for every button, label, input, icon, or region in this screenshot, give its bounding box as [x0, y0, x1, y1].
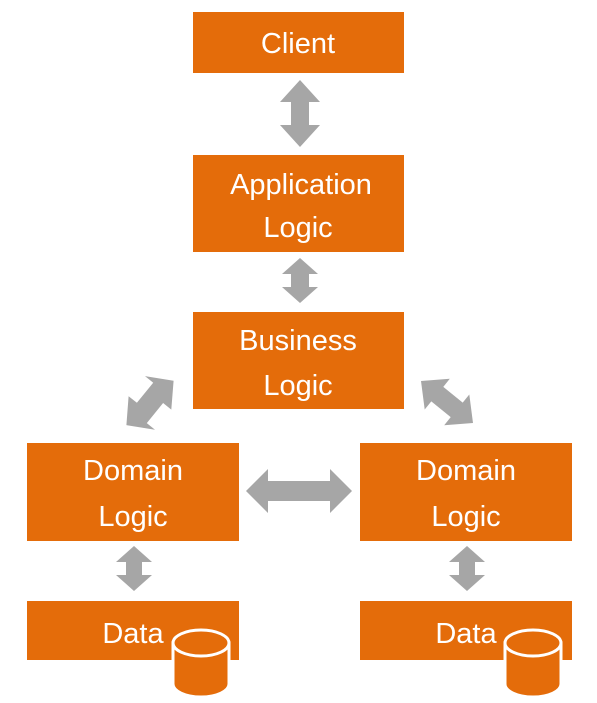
connector-arrows: [116, 80, 485, 591]
business-logic-label-line1: Business: [239, 325, 357, 357]
application-logic-label-line2: Logic: [263, 212, 332, 244]
arrow-domain-data-right: [449, 546, 485, 591]
domain-logic-right-label-line2: Logic: [431, 501, 500, 533]
database-icon: [503, 628, 563, 699]
arrow-domain-data-left: [116, 546, 152, 591]
business-logic-label-line2: Logic: [263, 370, 332, 402]
client-label: Client: [261, 28, 335, 60]
domain-logic-left-node: Domain Logic: [27, 443, 239, 541]
domain-logic-left-label-line1: Domain: [83, 455, 183, 487]
application-logic-node: Application Logic: [193, 155, 404, 252]
data-right-label: Data: [435, 618, 497, 650]
arrow-business-domain-right: [421, 378, 473, 426]
domain-logic-right-label-line1: Domain: [416, 455, 516, 487]
application-logic-label-line1: Application: [230, 169, 372, 201]
database-icon: [171, 628, 231, 699]
arrow-domain-left-right: [246, 469, 352, 513]
domain-logic-left-label-line2: Logic: [98, 501, 167, 533]
arrow-client-application: [280, 80, 320, 147]
arrow-application-business: [282, 258, 318, 303]
data-left-label: Data: [102, 618, 164, 650]
arrow-business-domain-left: [126, 376, 174, 430]
client-node: Client: [193, 12, 404, 73]
domain-logic-right-node: Domain Logic: [360, 443, 572, 541]
business-logic-node: Business Logic: [193, 312, 404, 409]
